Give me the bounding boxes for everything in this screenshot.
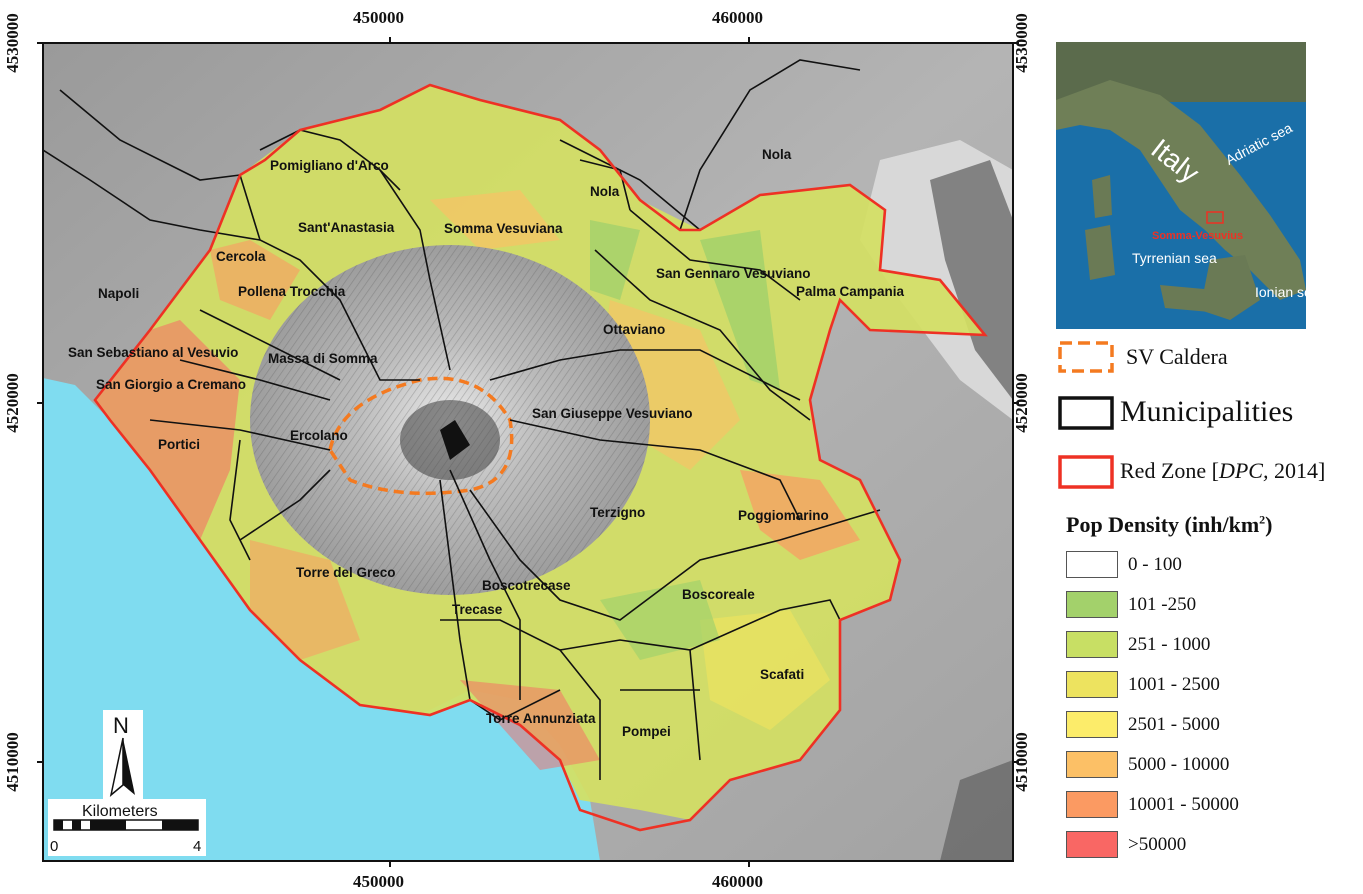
redzone-legend-symbol [1058,455,1114,489]
svg-text:Ionian sea: Ionian sea [1255,284,1320,300]
legend-municipalities-label: Municipalities [1120,395,1294,428]
inset-map: Italy Adriatic sea Tyrrenian sea Ionian … [1056,42,1320,329]
town-label: Boscoreale [682,587,755,602]
town-label: Boscotrecase [482,578,571,593]
svg-text:Somma-Vesuvius: Somma-Vesuvius [1152,230,1243,242]
legend-class-1: 101 -250 [1066,591,1196,618]
town-label: Sant'Anastasia [298,220,395,235]
town-label: Portici [158,437,200,452]
red-zone-boundary [93,83,988,832]
town-label: Scafati [760,667,804,682]
map-frame [42,42,1014,862]
svg-text:Tyrrenian sea: Tyrrenian sea [1132,250,1217,266]
municipality-boundaries [43,59,881,780]
town-label: Pomigliano d'Arco [270,158,389,173]
svg-text:Kilometers: Kilometers [82,803,158,820]
town-label: Massa di Somma [268,351,378,366]
town-label: Torre Annunziata [486,711,596,726]
town-label: Torre del Greco [296,565,396,580]
legend-class-7: >50000 [1066,831,1186,858]
svg-text:4: 4 [193,838,201,855]
north-arrow: N [103,710,143,805]
svg-text:0: 0 [50,838,58,855]
town-label: Poggiomarino [738,508,829,523]
town-label: San Gennaro Vesuviano [656,266,811,281]
town-label: San Giorgio a Cremano [96,377,246,392]
legend-redzone-label: Red Zone [DPC, 2014] [1120,458,1326,483]
x-tick-top-450000: 450000 [353,8,404,27]
legend-class-5: 5000 - 10000 [1066,751,1229,778]
caldera-legend-symbol [1058,341,1114,373]
legend-class-3: 1001 - 2500 [1066,671,1220,698]
town-label: Palma Campania [796,284,905,299]
svg-text:N: N [113,713,129,738]
town-label: Pollena Trocchia [238,284,346,299]
town-label: Pompei [622,724,671,739]
town-label: Ottaviano [603,322,665,337]
legend-density-title: Pop Density (inh/km2) [1066,512,1273,537]
legend-class-4: 2501 - 5000 [1066,711,1220,738]
municipalities-legend-symbol [1058,396,1114,430]
legend-class-2: 251 - 1000 [1066,631,1210,658]
town-label: Nola [762,147,792,162]
legend-class-6: 10001 - 50000 [1066,791,1239,818]
town-label: San Giuseppe Vesuviano [532,406,693,421]
town-label: Trecase [452,602,503,617]
town-label: San Sebastiano al Vesuvio [68,345,238,360]
town-label: Nola [590,184,620,199]
legend-caldera-label: SV Caldera [1126,344,1228,369]
x-tick-top-460000: 460000 [712,8,763,27]
town-label: Napoli [98,286,139,301]
sea [43,378,600,861]
town-label: Ercolano [290,428,348,443]
town-label: Somma Vesuviana [444,221,563,236]
town-label: Terzigno [590,505,645,520]
x-tick-bottom-450000: 450000 [353,872,404,891]
legend-class-0: 0 - 100 [1066,551,1182,578]
town-label: Cercola [216,249,266,264]
x-tick-bottom-460000: 460000 [712,872,763,891]
scale-bar: Kilometers 0 4 [48,799,206,856]
